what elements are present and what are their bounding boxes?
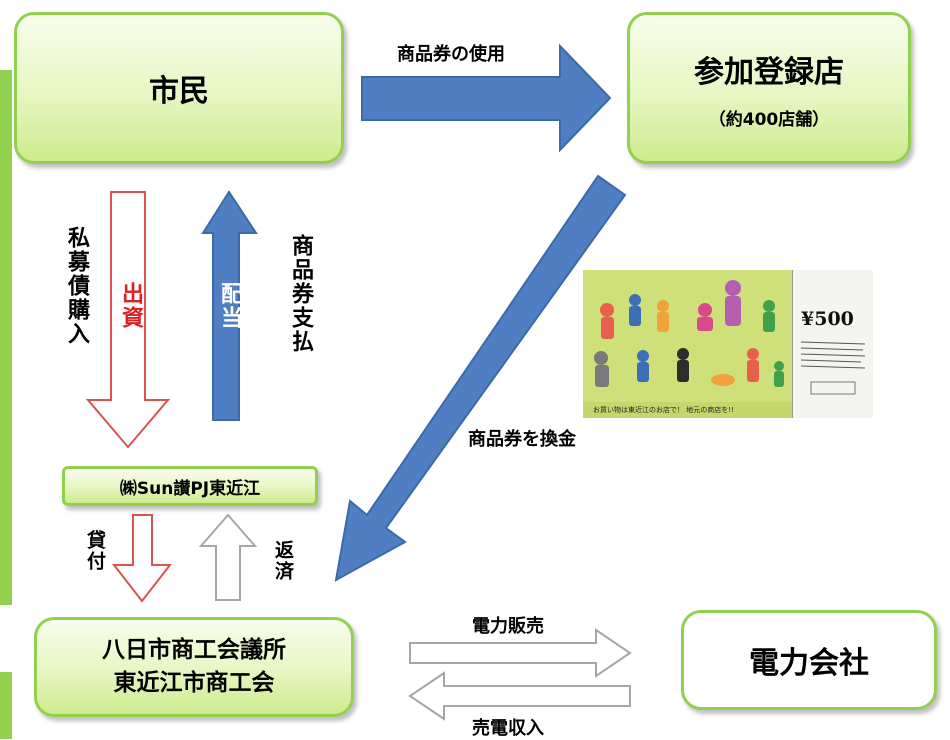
node-citizens: 市民 [14,12,344,164]
power-income-arrow [408,671,631,721]
figure-8 [637,350,649,382]
investment-arrow [85,191,171,449]
node-registered-stores-label: 参加登録店 [694,54,844,90]
label-power-sales: 電力販売 [472,616,544,637]
dividend-arrow [201,190,258,421]
left-accent-bar-top [0,70,12,605]
node-chamber-label: 八日市商工会議所 東近江市商工会 [102,636,286,696]
label-private-bond: 私募債購入 [64,226,89,346]
voucher-price: ¥500 [801,308,854,330]
node-company: ㈱Sun讃PJ東近江 [62,466,318,506]
repayment-arrow [198,513,258,601]
node-registered-stores-sublabel: （約400店舗） [708,109,830,130]
figure-11 [747,348,759,382]
label-loan: 貸付 [84,530,106,572]
gift-voucher-image: お買い物は東近江のお店で！ 地元の商店を!! ¥500 [583,270,873,418]
label-voucher-payment: 商品券支払 [288,234,313,354]
node-registered-stores: 参加登録店 （約400店舗） [627,12,911,164]
label-voucher-exchange: 商品券を換金 [468,429,576,450]
node-chamber: 八日市商工会議所 東近江市商工会 [34,617,354,717]
figure-12 [774,361,784,387]
label-power-income: 売電収入 [472,718,544,739]
figure-2 [629,294,641,326]
voucher-stub-pattern [800,341,866,395]
figure-7 [594,351,609,387]
label-dividend: 配当 [217,282,242,330]
voucher-caption: お買い物は東近江のお店で！ 地元の商店を!! [593,406,734,414]
figure-3 [657,300,669,332]
figure-9 [677,348,689,382]
power-sales-arrow [409,628,632,678]
figure-1 [600,303,614,339]
left-accent-bar-bottom [0,672,12,739]
figure-10 [711,374,735,386]
label-investment: 出資 [118,282,143,330]
node-power-company: 電力会社 [681,610,937,710]
label-repayment: 返済 [272,540,294,582]
node-citizens-label: 市民 [149,74,209,109]
figure-6 [763,300,775,332]
node-company-label: ㈱Sun讃PJ東近江 [119,478,261,499]
loan-arrow [111,514,173,603]
figure-5 [697,303,713,331]
voucher-exchange-arrow [334,174,627,582]
figure-4 [725,280,741,326]
voucher-illustration [583,270,793,418]
node-power-company-label: 電力会社 [749,646,869,681]
voucher-stub: ¥500 [792,270,873,418]
voucher-use-arrow [361,43,612,153]
label-voucher-use: 商品券の使用 [397,44,505,65]
